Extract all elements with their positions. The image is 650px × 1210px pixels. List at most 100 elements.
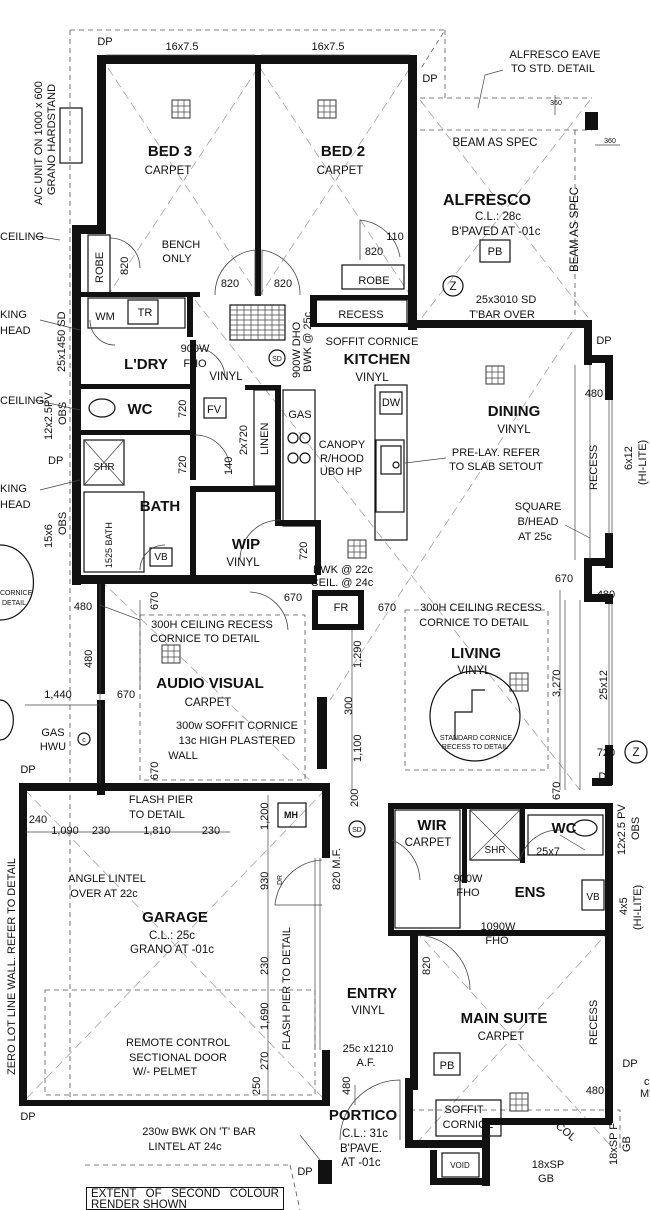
- tr-label: TR: [138, 307, 153, 319]
- prelay-2: TO SLAB SETOUT: [449, 461, 543, 473]
- dp-living: DP: [598, 771, 613, 783]
- suite-pb: PB: [440, 1060, 455, 1072]
- dim-670-av-1: 670: [149, 592, 161, 610]
- section-z-label: Z: [449, 281, 456, 293]
- room-bed3-name: BED 3: [148, 143, 192, 160]
- dim-200: 200: [349, 789, 361, 807]
- ens-fho-3: 1090W: [481, 921, 516, 933]
- room-kitchen-finish: VINYL: [355, 372, 389, 384]
- dim-720-bath: 720: [177, 456, 189, 474]
- gas-hwu-1: GAS: [41, 727, 64, 739]
- dim-240: 240: [29, 814, 47, 826]
- room-alfresco-cl: C.L.: 28c: [475, 211, 521, 223]
- left-outer-bay: [0, 544, 35, 741]
- flash-pier-2: TO DETAIL: [129, 809, 185, 821]
- obs-label-b: OBS: [57, 512, 69, 535]
- shr-label: SHR: [93, 462, 114, 473]
- remote-1: REMOTE CONTROL: [126, 1037, 230, 1049]
- hwu-marker: c: [77, 732, 91, 746]
- remote-3: W/- PELMET: [133, 1066, 197, 1078]
- room-ldry-finish: VINYL: [209, 371, 243, 383]
- obs-12x2-5pv: 12x2.5PV: [43, 392, 55, 440]
- room-suite-name: MAIN SUITE: [461, 1010, 548, 1027]
- light-bed2-icon: [317, 99, 337, 119]
- soffit-cornice-1: SOFFIT CORNICE: [326, 336, 419, 348]
- ceiling-recess-living-2: CORNICE TO DETAIL: [419, 617, 528, 629]
- dim-820-entry: 820: [421, 957, 433, 975]
- toilet-wc1-icon: [88, 398, 116, 418]
- dim-360-a: 360: [550, 100, 562, 107]
- ceiling-recess-av-1: 300H CEILING RECESS: [151, 619, 273, 631]
- robe-label-2: ROBE: [358, 275, 389, 287]
- dim-670-av-2: 670: [284, 592, 302, 604]
- sd-marker-2: SD: [348, 820, 366, 838]
- dim-670-living: 670: [378, 602, 396, 614]
- dim-230-a: 230: [92, 825, 110, 837]
- hilite-label-2: (HI-LITE): [632, 885, 644, 930]
- cooktop-icon: [287, 432, 311, 464]
- dim-1810: 1,810: [143, 825, 171, 837]
- dim-bed2-window: 16x7.5: [311, 41, 344, 53]
- dim-480-living: 480: [597, 589, 615, 601]
- dp-left: DP: [48, 455, 63, 467]
- eave-lines: [69, 29, 621, 1210]
- dim-480-entry: 480: [341, 1077, 353, 1095]
- light-fittings: [0, 99, 598, 1112]
- dim-670-av-3: 670: [117, 689, 135, 701]
- lintel-note-2: LINTEL AT 24c: [148, 1141, 222, 1153]
- sd-marker-1: SD: [268, 349, 286, 367]
- dp-portico: DP: [297, 1166, 312, 1178]
- gas-hwu-2: HWU: [40, 741, 66, 753]
- dim-480-av: 480: [74, 601, 92, 613]
- dw-label: DW: [382, 397, 401, 409]
- cornice-circle: [429, 670, 521, 762]
- tbar-note-1: 25x3010 SD: [476, 294, 537, 306]
- remote-2: SECTIONAL DOOR: [129, 1052, 227, 1064]
- only-label: ONLY: [162, 253, 192, 265]
- dim-1440: 1,440: [44, 689, 72, 701]
- ac-unit-note-1: A/C UNIT ON 1000 x 600: [33, 81, 45, 205]
- dim-140: 140: [223, 457, 235, 475]
- beam-as-spec: BEAM AS SPEC: [452, 137, 537, 149]
- dim-110: 110: [386, 231, 404, 243]
- obs-25x1450: 25x1450 SD: [56, 311, 68, 372]
- room-alfresco-name: ALFRESCO: [443, 192, 531, 209]
- wm-label: WM: [95, 311, 115, 323]
- room-suite-finish: CARPET: [478, 1031, 525, 1043]
- soffit-wall-2: 13c HIGH PLASTERED: [179, 735, 296, 747]
- dim-230-b: 230: [202, 825, 220, 837]
- robe-label-1: ROBE: [94, 252, 106, 283]
- room-wip-finish: VINYL: [226, 557, 260, 569]
- dim-820-robe: 820: [119, 257, 131, 275]
- gas-label: GAS: [288, 409, 311, 421]
- alfresco-pb: PB: [488, 246, 503, 258]
- dim-820-mf: 820 M.F.: [331, 848, 343, 890]
- room-audio-finish: CARPET: [185, 697, 232, 709]
- room-dining-name: DINING: [488, 403, 541, 420]
- light-bed3-icon: [171, 99, 191, 119]
- room-living-name: LIVING: [451, 645, 501, 662]
- angle-lintel-2: OVER AT 22c: [70, 888, 138, 900]
- sd-label-2: SD: [352, 827, 362, 834]
- std-cornice-1: STANDARD CORNICE: [440, 735, 513, 742]
- recess-label-1: RECESS: [338, 309, 383, 321]
- soffit-wall-3: WALL: [168, 750, 198, 762]
- bwk-note-1: BWK @ 22c: [313, 564, 374, 576]
- square-3: AT 25c: [518, 531, 552, 543]
- gb-vertical: GB: [621, 1136, 633, 1152]
- king-note-2: KING: [0, 483, 27, 495]
- vb-label-1: VB: [154, 552, 168, 563]
- soffit-cornice-2b: CORNICE: [443, 1119, 494, 1131]
- ldry-fho-2: FHO: [183, 358, 207, 370]
- joinery-lines: [44, 107, 613, 1178]
- room-garage-name: GARAGE: [142, 909, 208, 926]
- dim-1290: 1,290: [352, 640, 364, 668]
- dim-670-living-3: 670: [551, 782, 563, 800]
- std-cornice-2: RECESS TO DETAIL: [442, 744, 508, 751]
- square-1: SQUARE: [515, 501, 561, 513]
- toilet-wc2-icon: [572, 819, 598, 837]
- entry-ceiling-2: A.F.: [357, 1057, 376, 1069]
- room-dining-finish: VINYL: [497, 424, 531, 436]
- head-note-1: HEAD: [0, 325, 31, 337]
- ens-fho-1: 900W: [454, 873, 483, 885]
